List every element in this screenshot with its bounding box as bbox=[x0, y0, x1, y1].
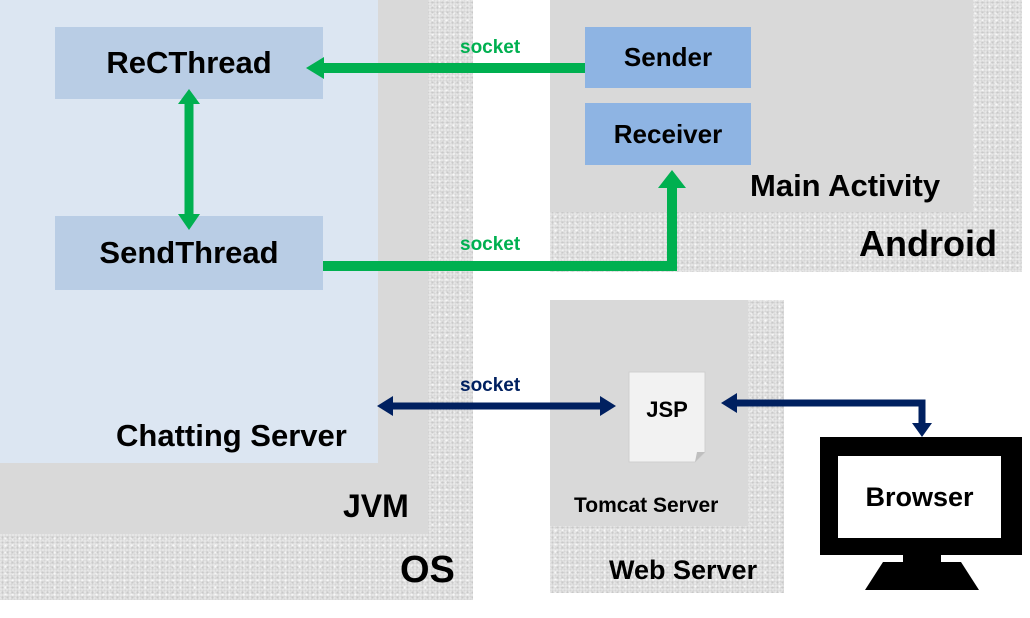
web-server-label: Web Server bbox=[609, 555, 758, 585]
browser-label: Browser bbox=[865, 481, 974, 512]
recthread-box: ReCThread bbox=[55, 27, 323, 99]
jsp-label: JSP bbox=[646, 397, 688, 422]
jsp-document-icon bbox=[628, 371, 706, 463]
os-label: OS bbox=[400, 549, 455, 591]
chatting-server-label: Chatting Server bbox=[116, 418, 347, 453]
tomcat-server-label: Tomcat Server bbox=[574, 494, 719, 517]
socket-label-middle: socket bbox=[460, 234, 521, 255]
socket-label-top: socket bbox=[460, 37, 521, 58]
arrow-chatting-jsp bbox=[377, 396, 616, 416]
arrow-sendthread-to-receiver bbox=[323, 170, 686, 271]
jvm-label: JVM bbox=[343, 488, 409, 524]
arrow-recthread-sendthread bbox=[178, 89, 200, 230]
android-label: Android bbox=[859, 223, 997, 264]
socket-label-bottom: socket bbox=[460, 375, 521, 396]
arrow-sender-to-recthread bbox=[306, 57, 585, 79]
receiver-box: Receiver bbox=[585, 103, 751, 165]
arrow-jsp-browser bbox=[721, 393, 932, 437]
main-activity-label: Main Activity bbox=[750, 168, 941, 203]
browser-monitor-icon bbox=[820, 437, 1022, 590]
sender-box: Sender bbox=[585, 27, 751, 88]
